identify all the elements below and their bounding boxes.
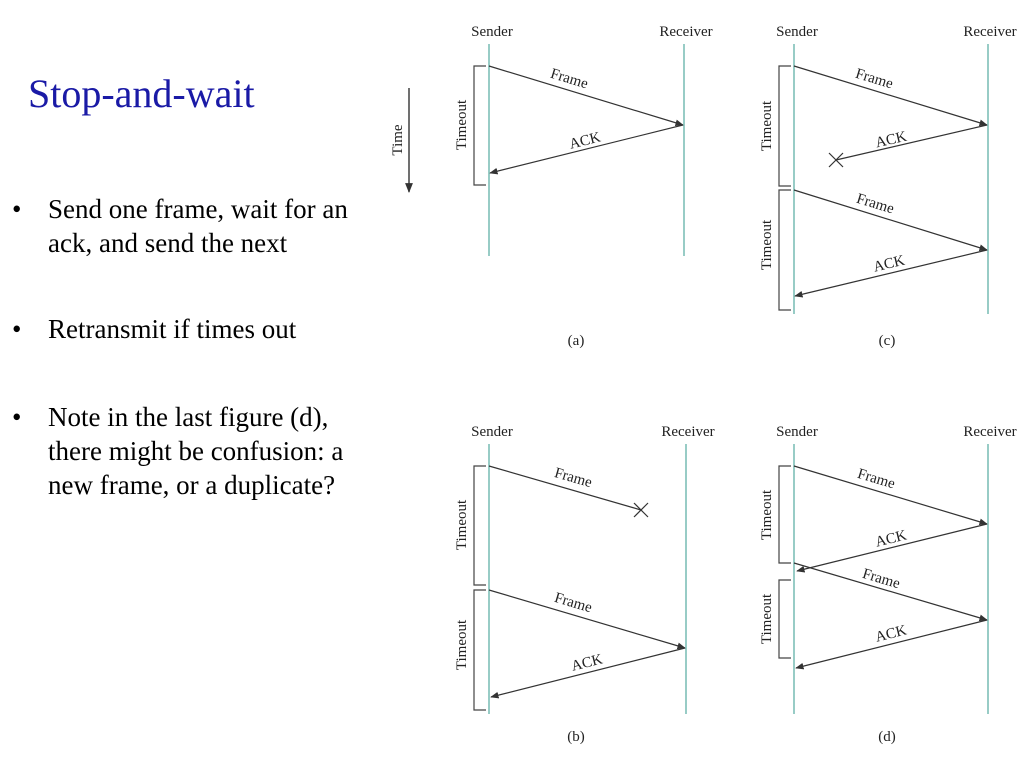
bullet-list: • Send one frame, wait for an ack, and se… bbox=[8, 192, 388, 554]
slide-title: Stop-and-wait bbox=[28, 71, 255, 116]
panel-c: Sender Receiver Timeout Frame ACK Timeou… bbox=[759, 24, 1017, 349]
sender-label: Sender bbox=[471, 24, 513, 40]
timeout-bracket bbox=[778, 465, 791, 564]
ack-arrow bbox=[794, 249, 988, 298]
ack-arrow bbox=[796, 523, 988, 573]
sender-label: Sender bbox=[471, 424, 513, 440]
frame-label: Frame bbox=[855, 191, 897, 218]
sender-label: Sender bbox=[776, 424, 818, 440]
lost-ack-line bbox=[835, 124, 988, 161]
panel-caption: (a) bbox=[568, 333, 585, 349]
receiver-label: Receiver bbox=[661, 424, 714, 440]
lost-x-icon bbox=[828, 152, 844, 168]
timeout-bracket bbox=[473, 589, 486, 711]
timeout-label: Timeout bbox=[759, 219, 775, 270]
panel-d: Sender Receiver Timeout Frame ACK Timeou… bbox=[759, 424, 1017, 745]
timeout-bracket bbox=[473, 65, 486, 186]
frame-label: Frame bbox=[552, 590, 594, 616]
ack-arrow bbox=[489, 124, 684, 175]
ack-label: ACK bbox=[874, 528, 909, 551]
ack-label: ACK bbox=[872, 253, 907, 276]
time-axis: Time bbox=[390, 88, 413, 193]
frame-label: Frame bbox=[854, 66, 896, 93]
panel-caption: (d) bbox=[878, 729, 896, 745]
bullet-text: Retransmit if times out bbox=[48, 314, 297, 344]
frame-arrow bbox=[488, 589, 686, 650]
bullet-text: Send one frame, wait for an ack, and sen… bbox=[48, 194, 348, 258]
frame-label: Frame bbox=[549, 66, 591, 93]
timeout-label: Timeout bbox=[759, 593, 775, 644]
frame-label: Frame bbox=[552, 465, 594, 491]
receiver-label: Receiver bbox=[963, 24, 1016, 40]
frame-arrow bbox=[793, 189, 988, 251]
time-label: Time bbox=[390, 124, 406, 155]
ack-label: ACK bbox=[568, 129, 603, 152]
frame-label: Frame bbox=[855, 466, 897, 492]
ack-label: ACK bbox=[874, 129, 909, 152]
timeout-label: Timeout bbox=[454, 99, 470, 150]
panel-b: Sender Receiver Timeout Frame Timeout Fr… bbox=[454, 424, 715, 745]
timeout-label: Timeout bbox=[759, 100, 775, 151]
timeout-bracket bbox=[473, 465, 486, 586]
bullet-item: • Send one frame, wait for an ack, and se… bbox=[8, 192, 388, 260]
timeout-label: Timeout bbox=[454, 499, 470, 550]
ack-label: ACK bbox=[874, 622, 909, 645]
lost-frame-line bbox=[488, 465, 642, 511]
ack-label: ACK bbox=[570, 651, 605, 674]
sender-label: Sender bbox=[776, 24, 818, 40]
frame-arrow bbox=[793, 562, 988, 622]
bullet-item: • Retransmit if times out bbox=[8, 312, 388, 346]
panel-a: Sender Receiver Timeout Frame ACK (a) bbox=[454, 24, 713, 349]
timeout-label: Timeout bbox=[454, 619, 470, 670]
receiver-label: Receiver bbox=[659, 24, 712, 40]
bullet-dot: • bbox=[12, 402, 22, 432]
bullet-dot: • bbox=[12, 314, 22, 344]
timeout-bracket bbox=[778, 189, 791, 311]
timeout-bracket bbox=[778, 65, 791, 187]
frame-arrow bbox=[793, 65, 988, 127]
lost-x-icon bbox=[633, 502, 649, 518]
receiver-label: Receiver bbox=[963, 424, 1016, 440]
ack-arrow bbox=[795, 619, 988, 670]
frame-arrow bbox=[488, 65, 684, 127]
frame-arrow bbox=[793, 465, 988, 526]
bullet-item: • Note in the last figure (d), there migh… bbox=[8, 400, 388, 502]
timeout-label: Timeout bbox=[759, 489, 775, 540]
ack-arrow bbox=[490, 647, 686, 699]
panel-caption: (c) bbox=[879, 333, 896, 349]
bullet-dot: • bbox=[12, 194, 22, 224]
bullet-text: Note in the last figure (d), there might… bbox=[48, 402, 344, 500]
panel-caption: (b) bbox=[567, 729, 585, 745]
timeout-bracket bbox=[778, 579, 791, 659]
